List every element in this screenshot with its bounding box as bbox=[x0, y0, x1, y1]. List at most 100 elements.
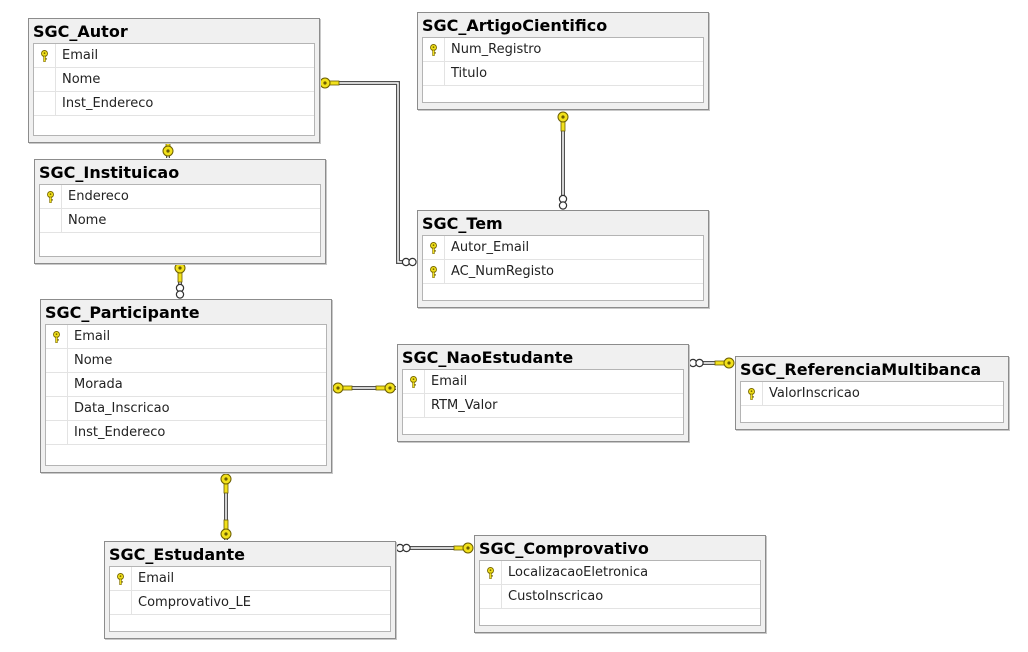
column-row[interactable]: LocalizacaoEletronica bbox=[480, 561, 760, 585]
column-row[interactable]: ValorInscricao bbox=[741, 382, 1003, 406]
column-row[interactable]: RTM_Valor bbox=[403, 394, 683, 418]
rel-autor-tem-inner bbox=[320, 82, 414, 263]
column-row[interactable]: Nome bbox=[34, 68, 314, 92]
column-name: Autor_Email bbox=[451, 240, 530, 255]
key-cell bbox=[480, 585, 502, 608]
primary-key-icon bbox=[40, 185, 62, 208]
table-title: SGC_ArtigoCientifico bbox=[422, 16, 608, 35]
column-name: Email bbox=[431, 374, 468, 389]
primary-key-icon bbox=[423, 236, 445, 259]
table-title: SGC_Tem bbox=[422, 214, 503, 233]
column-row[interactable]: Inst_Endereco bbox=[34, 92, 314, 116]
column-name: Inst_Endereco bbox=[62, 96, 154, 111]
table-title: SGC_Autor bbox=[33, 22, 128, 41]
primary-key-icon bbox=[423, 260, 445, 283]
many-end-icon bbox=[688, 358, 704, 368]
column-name: Morada bbox=[74, 377, 123, 392]
key-cell bbox=[46, 373, 68, 396]
one-end-key-icon bbox=[332, 382, 353, 394]
column-name: Nome bbox=[62, 72, 101, 87]
column-name: LocalizacaoEletronica bbox=[508, 565, 649, 580]
key-cell bbox=[110, 591, 132, 614]
many-end-icon bbox=[395, 543, 411, 553]
rel-autor-tem bbox=[320, 81, 414, 264]
one-end-key-icon bbox=[557, 111, 569, 132]
column-row[interactable]: Inst_Endereco bbox=[46, 421, 326, 445]
one-end-key-icon bbox=[220, 519, 232, 540]
one-end-key-icon bbox=[319, 77, 340, 89]
column-name: Data_Inscricao bbox=[74, 401, 170, 416]
column-row[interactable]: Num_Registro bbox=[423, 38, 703, 62]
primary-key-icon bbox=[741, 382, 763, 405]
column-row[interactable]: Titulo bbox=[423, 62, 703, 86]
column-row[interactable]: Email bbox=[46, 325, 326, 349]
primary-key-icon bbox=[480, 561, 502, 584]
column-name: Email bbox=[138, 571, 175, 586]
column-grid: ValorInscricao bbox=[740, 381, 1004, 423]
key-cell bbox=[403, 394, 425, 417]
column-row[interactable]: Data_Inscricao bbox=[46, 397, 326, 421]
many-end-icon bbox=[401, 257, 417, 267]
column-name: RTM_Valor bbox=[431, 398, 498, 413]
key-cell bbox=[34, 68, 56, 91]
column-name: Titulo bbox=[451, 66, 488, 81]
key-cell bbox=[46, 397, 68, 420]
column-name: Num_Registro bbox=[451, 42, 542, 57]
column-name: Endereco bbox=[68, 189, 129, 204]
column-row[interactable]: Endereco bbox=[40, 185, 320, 209]
key-cell bbox=[34, 92, 56, 115]
primary-key-icon bbox=[34, 44, 56, 67]
key-cell bbox=[40, 209, 62, 232]
column-grid: Autor_Email AC_NumRegisto bbox=[422, 235, 704, 301]
one-end-key-icon bbox=[453, 542, 474, 554]
column-row[interactable]: Nome bbox=[40, 209, 320, 233]
key-cell bbox=[46, 421, 68, 444]
primary-key-icon bbox=[110, 567, 132, 590]
column-row[interactable]: Comprovativo_LE bbox=[110, 591, 390, 615]
many-end-icon bbox=[175, 283, 185, 299]
column-name: Email bbox=[62, 48, 99, 63]
many-end-icon bbox=[558, 194, 568, 210]
column-row[interactable]: Morada bbox=[46, 373, 326, 397]
column-row[interactable]: Email bbox=[403, 370, 683, 394]
table-referencia[interactable]: SGC_ReferenciaMultibanca ValorInscricao bbox=[735, 356, 1009, 430]
table-title: SGC_Comprovativo bbox=[479, 539, 649, 558]
column-name: AC_NumRegisto bbox=[451, 264, 555, 279]
column-name: Nome bbox=[74, 353, 113, 368]
key-cell bbox=[423, 62, 445, 85]
table-title: SGC_Instituicao bbox=[39, 163, 180, 182]
column-row[interactable]: Autor_Email bbox=[423, 236, 703, 260]
primary-key-icon bbox=[423, 38, 445, 61]
primary-key-icon bbox=[46, 325, 68, 348]
column-row[interactable]: CustoInscricao bbox=[480, 585, 760, 609]
table-title: SGC_Estudante bbox=[109, 545, 246, 564]
column-name: Comprovativo_LE bbox=[138, 595, 251, 610]
column-name: Nome bbox=[68, 213, 107, 228]
one-end-key-icon bbox=[220, 473, 232, 494]
table-title: SGC_ReferenciaMultibanca bbox=[740, 360, 982, 379]
column-row[interactable]: Email bbox=[34, 44, 314, 68]
one-end-key-icon bbox=[714, 357, 735, 369]
column-name: ValorInscricao bbox=[769, 386, 860, 401]
table-title: SGC_NaoEstudante bbox=[402, 348, 574, 367]
column-name: Inst_Endereco bbox=[74, 425, 166, 440]
one-end-key-icon bbox=[375, 382, 396, 394]
column-row[interactable]: Email bbox=[110, 567, 390, 591]
table-tem[interactable]: SGC_Tem Autor_Email AC_NumRegisto bbox=[417, 210, 709, 308]
column-row[interactable]: Nome bbox=[46, 349, 326, 373]
column-row[interactable]: AC_NumRegisto bbox=[423, 260, 703, 284]
